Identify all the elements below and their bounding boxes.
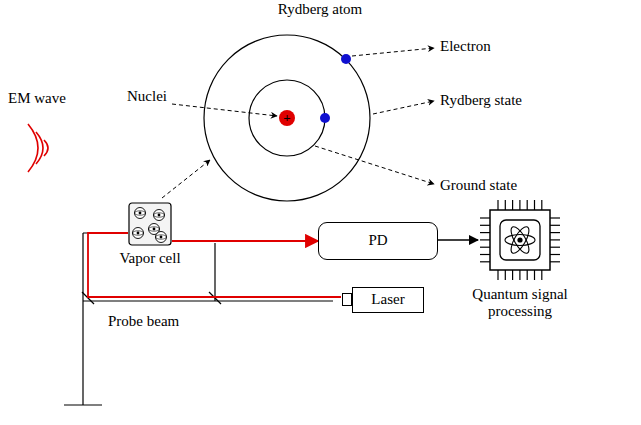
signal-arrow: [438, 239, 478, 240]
part-label: Probe beam: [108, 313, 179, 330]
leader-lines: [162, 48, 434, 198]
part-label: Rydberg state: [440, 92, 522, 109]
rydberg-orbit: [204, 35, 370, 201]
laser-beam: [88, 233, 341, 297]
part-label: Electron: [440, 38, 491, 55]
quantum-processor: Quantum signal processing: [454, 198, 586, 321]
chip-symbol: [478, 198, 562, 282]
electron-inner: [320, 113, 330, 123]
laser-aperture: [342, 293, 352, 306]
beam-lines: [64, 233, 333, 405]
node-text: Laser: [353, 291, 423, 308]
nucleus: [279, 110, 295, 126]
electron-outer: [341, 54, 351, 64]
part-label: Nuclei: [127, 88, 167, 105]
part-label: EM wave: [8, 90, 66, 107]
vapor-cell-body: [128, 202, 172, 246]
em-wave: [28, 124, 48, 172]
atom-title: Rydberg atom: [278, 1, 363, 18]
laser-beam: [172, 240, 318, 242]
vapor-cell: Vapor cell: [104, 202, 196, 267]
photodetector-box: PD: [318, 222, 438, 260]
node-text: PD: [319, 232, 437, 249]
ground-orbit: [249, 80, 325, 156]
node-text: Quantum signal processing: [454, 286, 586, 321]
part-label: Ground state: [440, 177, 517, 194]
charge-sign: +: [283, 111, 290, 125]
node-text: Vapor cell: [104, 250, 196, 267]
laser-box: Laser: [352, 287, 424, 313]
